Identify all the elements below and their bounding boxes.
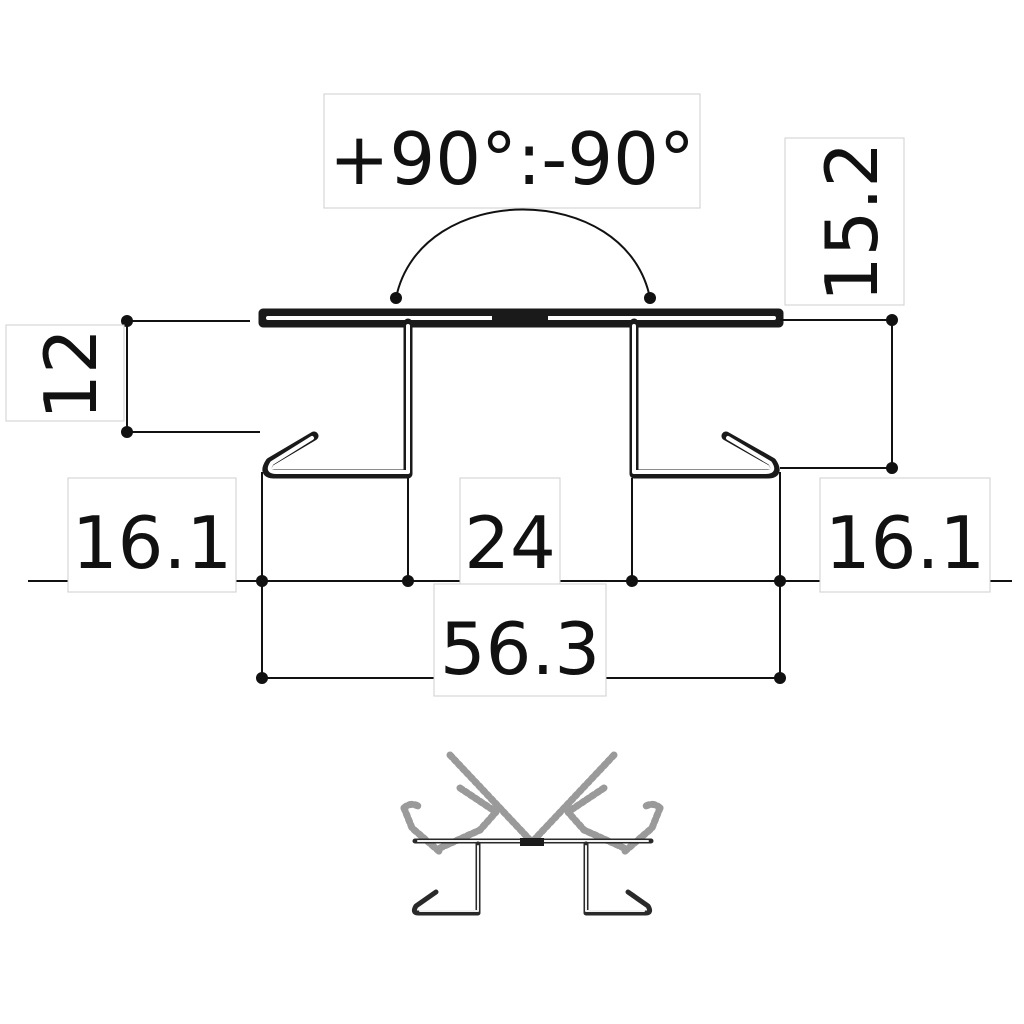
- angle-label: +90°:-90°: [329, 117, 695, 201]
- center-joint: [492, 315, 548, 327]
- preview-left-leg: [411, 841, 481, 916]
- left-width-label: 16.1: [72, 501, 232, 585]
- total-width-label: 56.3: [440, 607, 600, 691]
- flange-dimension: 12: [5, 315, 260, 438]
- right-leg: [629, 318, 780, 479]
- flange-label: 12: [29, 328, 113, 420]
- rotation-preview: [400, 751, 664, 916]
- angle-annotation: +90°:-90°: [323, 93, 701, 304]
- width-dimensions: 16.1 24 16.1 56.3: [28, 472, 1012, 697]
- left-leg: [262, 318, 413, 479]
- height-dimension: 15.2: [780, 137, 905, 474]
- center-width-label: 24: [464, 501, 556, 585]
- main-profile: [258, 308, 784, 479]
- preview-right-leg: [583, 841, 653, 916]
- top-plate: [258, 308, 784, 328]
- height-label: 15.2: [810, 142, 894, 302]
- right-width-label: 16.1: [825, 501, 985, 585]
